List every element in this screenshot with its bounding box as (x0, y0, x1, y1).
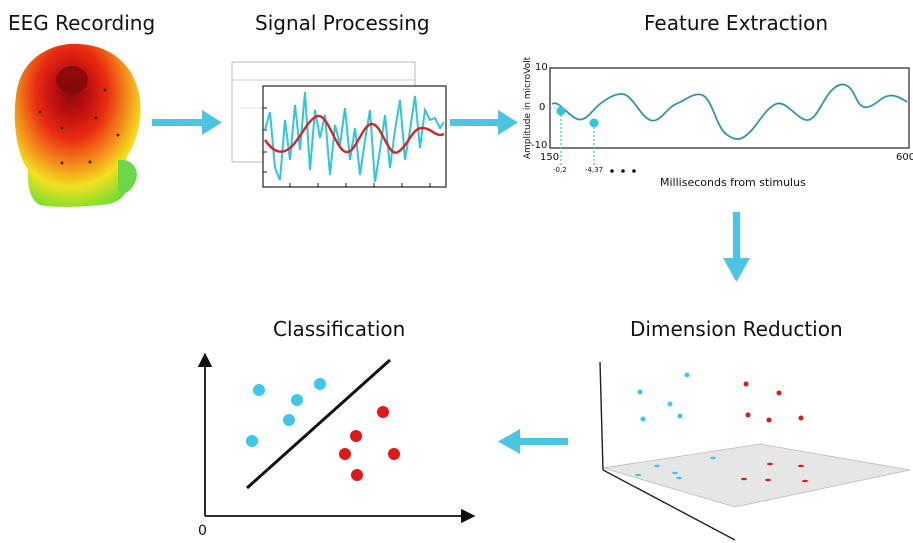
arrow-dimension-to-classification (498, 429, 568, 454)
feature-xlabel: Milliseconds from stimulus (660, 176, 806, 189)
feature-ytick-top: 10 (535, 62, 548, 73)
feature-marker-1-label: -0,2 (553, 166, 567, 174)
class-a-point (314, 378, 326, 390)
classification-plot (197, 352, 476, 524)
arrow-signal-to-feature (450, 110, 518, 135)
class-a-point (246, 435, 258, 447)
dimension-reduction-plot (599, 361, 911, 541)
class-a-point (283, 414, 295, 426)
dimension-reduction-title: Dimension Reduction (630, 317, 843, 341)
eeg-head-icon (14, 43, 141, 207)
class-a-point (253, 384, 265, 396)
feature-marker-2 (589, 118, 599, 128)
feature-ytick-mid: 0 (539, 102, 546, 113)
arrow-eeg-to-signal (152, 110, 222, 135)
feature-marker-2-label: -4,37 (585, 166, 604, 174)
signal-processing-plot (231, 61, 447, 188)
classification-title: Classification (273, 317, 406, 341)
class-b-point (377, 406, 389, 418)
decision-boundary (245, 358, 392, 490)
class-b-point (350, 430, 362, 442)
arrow-feature-to-dimension (723, 212, 750, 282)
signal-processing-title: Signal Processing (255, 11, 430, 35)
feature-extraction-plot (549, 67, 910, 173)
classification-origin-label: 0 (198, 523, 207, 539)
class-b-point (351, 469, 363, 481)
feature-xtick-end: 600 (896, 152, 913, 163)
eeg-recording-title: EEG Recording (8, 11, 156, 35)
class-a-point (291, 394, 303, 406)
class-b-point (339, 448, 351, 460)
feature-marker-1 (556, 106, 566, 116)
feature-ytick-bottom: -10 (531, 140, 548, 151)
feature-extraction-title: Feature Extraction (644, 11, 829, 35)
feature-xtick-start: 150 (540, 152, 560, 163)
class-b-point (388, 448, 400, 460)
